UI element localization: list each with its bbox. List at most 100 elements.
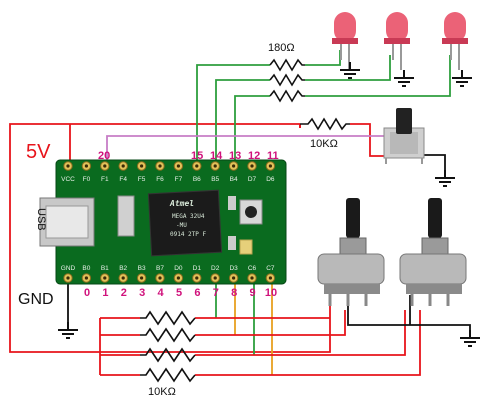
pin-number-3: 3 [139,287,145,299]
pin-label-bottom: D3 [229,265,238,272]
resistor-10k-pot-1 [140,310,196,326]
pin-hole [213,164,217,168]
wire-5v-rail [9,123,385,353]
led-3 [442,12,468,70]
ground-symbol-pots [460,330,480,347]
resistor-10k-pot-2 [140,327,196,343]
pin-hole [121,164,125,168]
pin-hole [140,276,144,280]
resistor-10k-pot-3 [140,347,196,363]
pin-hole [268,164,272,168]
pin-number-4: 4 [158,287,165,299]
wire-led-14 [215,79,270,172]
pin-number-13: 13 [229,150,241,162]
pin-number-9: 9 [250,287,256,299]
label-5v: 5V [26,141,51,163]
chip-text-line-2: -MU [176,222,187,229]
resistor-10k-pot-4 [140,367,196,383]
led-2 [384,12,410,70]
label-resistor-10k-button: 10KΩ [310,138,338,150]
pin-hole [140,164,144,168]
pin-hole [66,276,70,280]
pin-number-6: 6 [194,287,200,299]
pin-number-10: 10 [265,287,277,299]
pin-label-top: F1 [101,176,109,183]
pin-hole [158,276,162,280]
ground-symbol-board [58,322,78,339]
pin-label-bottom: B1 [101,265,109,272]
pin-label-top: D7 [248,176,257,183]
pin-label-bottom: C6 [248,265,257,272]
pin-hole [176,276,180,280]
pin-hole [268,276,272,280]
pin-label-bottom: D1 [193,265,202,272]
pin-number-1: 1 [102,287,108,299]
pin-label-top: F0 [83,176,91,183]
pin-number-12: 12 [248,150,260,162]
board-pins-top [63,161,276,171]
potentiometer-2 [399,198,467,306]
pin-number-0: 0 [84,287,90,299]
pin-number-5: 5 [176,287,182,299]
potentiometer-1 [317,198,385,306]
pin-number-7: 7 [213,287,219,299]
ground-symbols [58,62,480,347]
label-usb: USB [35,208,47,231]
pin-label-bottom: B0 [82,265,90,272]
pin-number-2: 2 [121,287,127,299]
pin-label-bottom: D0 [174,265,183,272]
chip-label: Atmel MEGA 32U4 -MU 0914 2TP F [169,199,207,238]
chip-brand: Atmel [169,199,194,208]
chip-text-line-1: MEGA 32U4 [172,213,205,220]
resistor-180-2 [269,73,305,87]
ground-symbol-button [435,170,455,187]
pin-hole [84,164,88,168]
ground-symbol-led-1 [340,62,360,79]
microcontroller-chip [147,189,223,257]
pin-label-top: F7 [175,176,183,183]
wire-led-out-3 [305,55,451,97]
pin-hole [195,276,199,280]
pin-number-20: 20 [98,150,110,162]
pin-hole [232,276,236,280]
pin-label-bottom: B7 [156,265,164,272]
pin-hole [84,276,88,280]
pin-label-bottom: D2 [211,265,220,272]
ground-symbol-led-3 [452,70,472,87]
ground-symbol-led-2 [394,70,414,87]
pin-hole [250,276,254,280]
pin-label-top: B6 [193,176,201,183]
pin-hole [213,276,217,280]
pin-hole [103,276,107,280]
pin-number-15: 15 [191,150,203,162]
teensy-board [39,159,287,285]
resistors [140,58,350,383]
board-pins-bottom [63,273,276,283]
pin-hole [232,164,236,168]
pin-label-bottom: B3 [138,265,146,272]
pin-hole [195,164,199,168]
pin-label-top: B4 [230,176,238,183]
label-gnd: GND [18,291,54,308]
led-1 [332,12,358,70]
pin-label-bottom: GND [61,265,76,272]
pin-hole [121,276,125,280]
pin-hole [176,164,180,168]
label-resistor-180: 180Ω [268,42,295,54]
wire-pot-resistors [99,310,421,376]
pin-number-11: 11 [267,150,279,162]
pin-label-top: VCC [61,176,75,183]
pin-hole [66,164,70,168]
pin-label-top: F4 [119,176,127,183]
wire-led-out-2 [305,55,391,81]
resistor-10k-button [300,117,350,131]
wire-led-out-1 [305,50,341,66]
label-resistor-10k-pots: 10KΩ [148,386,176,398]
pin-numbers-top: 20 15 14 13 12 11 [98,150,279,162]
pin-hole [158,164,162,168]
resistor-180-3 [269,89,305,103]
pin-label-top: D6 [266,176,275,183]
pin-number-8: 8 [231,287,237,299]
